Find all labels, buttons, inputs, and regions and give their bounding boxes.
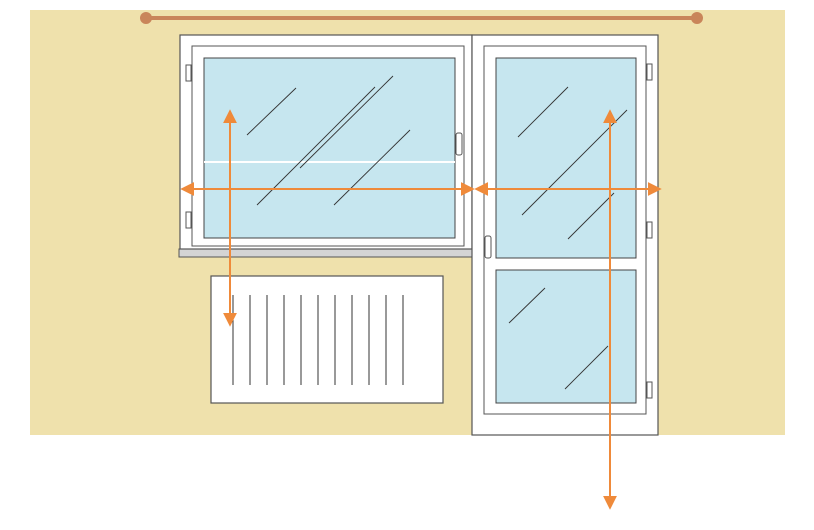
balcony-door-icon (471, 34, 659, 436)
door-handle-icon (484, 235, 492, 259)
hinge-icon (185, 64, 192, 82)
hinge-icon (185, 211, 192, 229)
curtain-rod-icon (140, 12, 703, 24)
radiator-icon (210, 275, 444, 404)
hinge-icon (646, 63, 653, 81)
measurement-arrows (180, 109, 662, 510)
door-handle-icon (455, 132, 463, 156)
hinge-icon (646, 381, 653, 399)
window-sill (178, 248, 476, 258)
hinge-icon (646, 221, 653, 239)
window-icon (179, 34, 473, 250)
